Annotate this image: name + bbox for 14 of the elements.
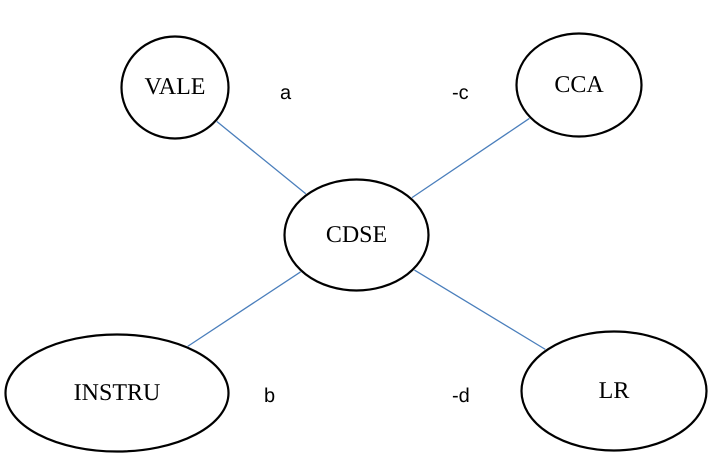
node-label: LR [598, 378, 630, 404]
connector-line [216, 121, 306, 194]
ellipse-node [515, 32, 643, 138]
ellipse-node [120, 35, 230, 140]
connector-line [188, 271, 301, 347]
node-label: VALE [144, 74, 206, 101]
connector-line [414, 270, 546, 350]
node-label: CDSE [326, 222, 388, 248]
node-label: CCA [554, 72, 604, 98]
connector-line [412, 118, 530, 198]
ellipse-node [283, 178, 430, 292]
ellipse-node [4, 333, 230, 453]
ellipse-node [520, 330, 708, 452]
node-label: INSTRU [74, 380, 160, 406]
